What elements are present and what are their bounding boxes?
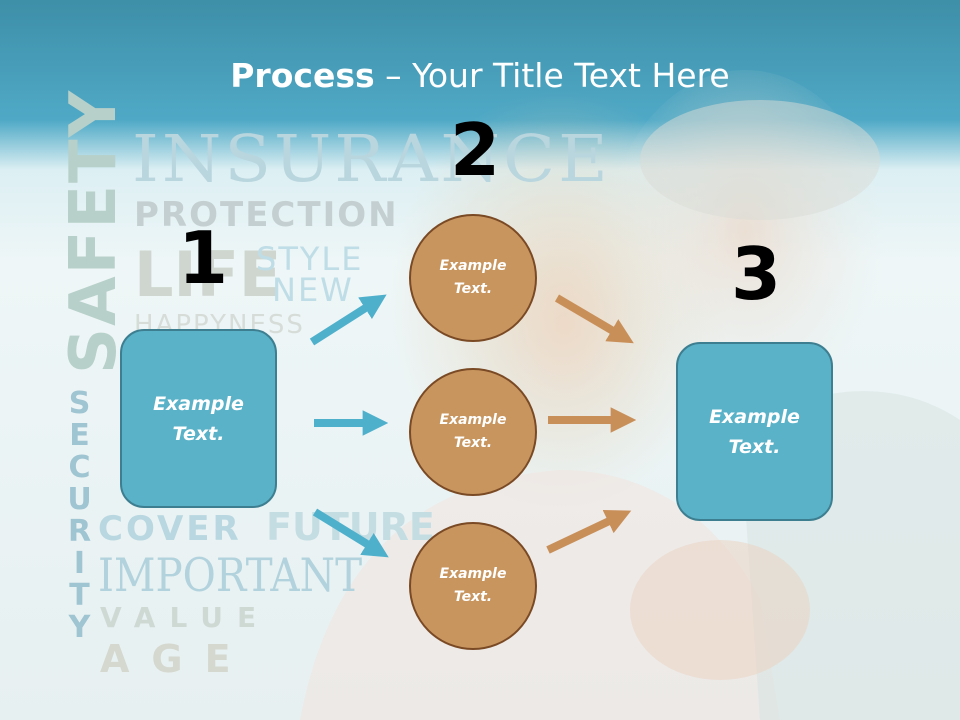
circle-middle-line2: Text. [453,435,493,451]
circle-bottom-line2: Text. [453,589,493,605]
step1-box: Example Text. [120,329,277,508]
circle-middle-line1: Example [439,412,507,428]
step-number-3: 3 [731,232,782,316]
arrow-blue-down [312,508,389,558]
arrow-blue-up [309,294,387,346]
step3-line2: Text. [728,435,781,458]
step2-circle-top: Example Text. [409,214,537,342]
title-bold: Process [230,56,375,95]
step2-circle-middle: Example Text. [409,368,537,496]
circle-top-line2: Text. [453,281,493,297]
arrow-brown-up [546,509,632,554]
slide-title: Process – Your Title Text Here [0,56,960,95]
step2-circle-bottom: Example Text. [409,522,537,650]
step1-line2: Text. [172,422,225,445]
arrow-brown-down [554,294,634,344]
step-number-1: 1 [178,216,229,300]
step3-box: Example Text. [676,342,833,521]
title-rest: – Your Title Text Here [374,56,730,95]
step1-line1: Example [153,392,244,415]
step-number-2: 2 [450,108,501,192]
circle-top-line1: Example [439,258,507,274]
circle-bottom-line1: Example [439,566,507,582]
step3-line1: Example [709,405,800,428]
